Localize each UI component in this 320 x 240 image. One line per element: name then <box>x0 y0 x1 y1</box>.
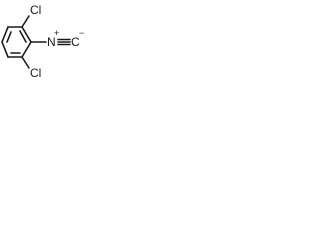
bond-ring-to-top-chlorine <box>21 15 30 28</box>
chemical-structure-diagram: Cl Cl N + C − <box>1 3 84 80</box>
terminal-carbon-label: C <box>71 35 80 49</box>
ring-double-bond-2 <box>6 31 12 43</box>
ring-double-bond-1 <box>19 30 27 43</box>
bottom-chlorine-label: Cl <box>30 66 41 80</box>
ring-bond-c3-c4 <box>1 26 9 43</box>
nitrogen-label: N <box>47 35 56 49</box>
top-chlorine-label: Cl <box>30 3 41 17</box>
terminal-carbon-charge-label: − <box>79 28 84 38</box>
isocyanide-triple-bond <box>57 38 71 46</box>
ring-bond-c4-c5 <box>1 41 9 58</box>
benzene-ring <box>1 26 32 58</box>
ring-bond-c6-c1 <box>21 41 32 58</box>
ring-bond-c1-c2 <box>21 26 32 43</box>
nitrogen-charge-label: + <box>54 28 59 38</box>
bond-ring-to-bottom-chlorine <box>21 56 30 69</box>
